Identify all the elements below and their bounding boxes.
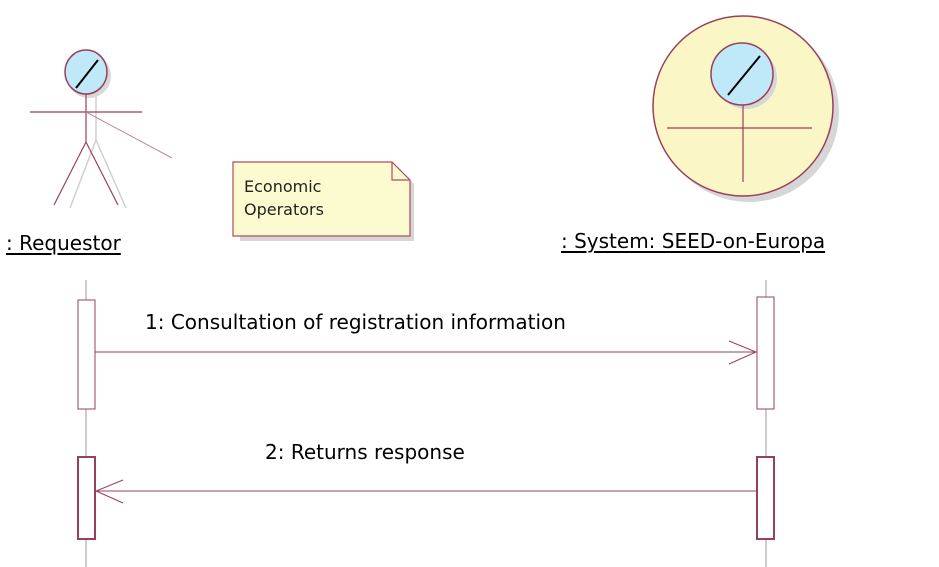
message-1-label: 1: Consultation of registration informat…	[145, 310, 566, 334]
system-actor	[652, 15, 839, 202]
message-2-arrow	[94, 479, 757, 504]
message-2-label: 2: Returns response	[265, 440, 465, 464]
requestor-activation-2	[77, 456, 96, 540]
requestor-actor	[30, 49, 173, 209]
note-line-2: Operators	[244, 200, 324, 219]
message-1-arrow	[95, 340, 758, 365]
requestor-head	[64, 49, 108, 95]
system-head	[710, 42, 774, 106]
note-shape	[232, 161, 414, 241]
requestor-activation-1	[77, 299, 96, 410]
system-label: : System: SEED-on-Europa	[561, 229, 826, 253]
system-activation-1	[756, 296, 775, 410]
note-line-1: Economic	[244, 177, 322, 196]
system-activation-2	[756, 456, 775, 540]
requestor-label: : Requestor	[6, 231, 121, 255]
